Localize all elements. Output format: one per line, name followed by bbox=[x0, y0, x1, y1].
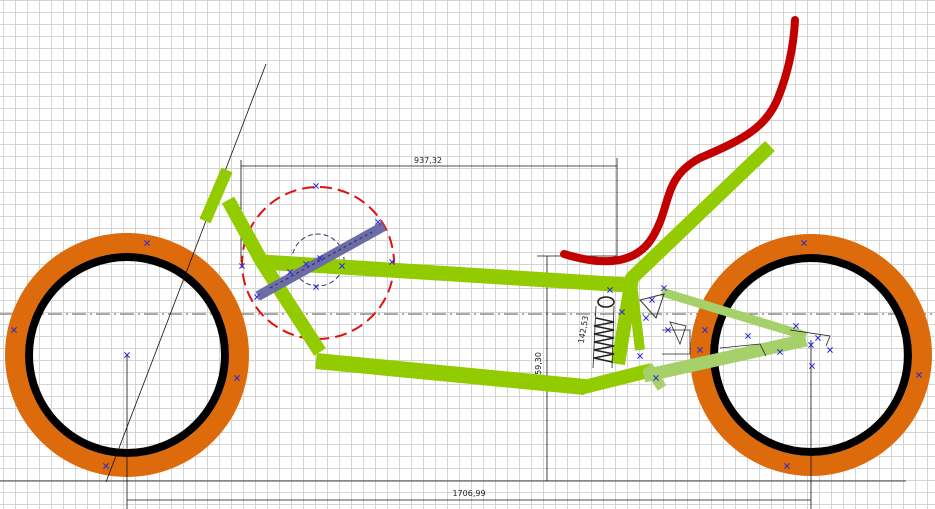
head-tube bbox=[199, 167, 233, 224]
construction-point-marker[interactable] bbox=[317, 255, 323, 261]
shock-eye-top bbox=[597, 296, 615, 308]
shock-body-left bbox=[592, 305, 597, 369]
construction-point-marker[interactable] bbox=[784, 463, 790, 469]
construction-point-marker[interactable] bbox=[637, 353, 643, 359]
construction-point-markers bbox=[11, 183, 922, 469]
construction-lines bbox=[0, 63, 906, 509]
construction-point-marker[interactable] bbox=[661, 285, 667, 291]
swingarm-upper bbox=[660, 287, 808, 341]
construction-point-marker[interactable] bbox=[124, 352, 130, 358]
frame-length-label: 937,32 bbox=[414, 156, 442, 165]
construction-point-marker[interactable] bbox=[916, 372, 922, 378]
construction-point-marker[interactable] bbox=[389, 259, 395, 265]
steering-axis-line bbox=[105, 63, 267, 483]
construction-point-marker[interactable] bbox=[808, 342, 814, 348]
seat-back[interactable] bbox=[560, 16, 799, 266]
construction-point-marker[interactable] bbox=[313, 284, 319, 290]
construction-point-marker[interactable] bbox=[254, 294, 260, 300]
main-frame[interactable] bbox=[199, 140, 775, 395]
construction-point-marker[interactable] bbox=[745, 333, 751, 339]
construction-point-marker[interactable] bbox=[239, 263, 245, 269]
construction-point-marker[interactable] bbox=[643, 315, 649, 321]
construction-point-marker[interactable] bbox=[801, 240, 807, 246]
pedal-boom-bar bbox=[255, 221, 387, 301]
pedal-boom[interactable] bbox=[255, 221, 387, 301]
shock-body-right bbox=[611, 305, 615, 369]
bottom-bracket-link bbox=[578, 363, 654, 395]
top-tube bbox=[261, 254, 629, 293]
construction-point-marker[interactable] bbox=[649, 297, 655, 303]
wheelbase-label: 1706,99 bbox=[452, 489, 485, 498]
construction-point-marker[interactable] bbox=[793, 323, 799, 329]
seat-stay bbox=[627, 283, 645, 351]
construction-point-marker[interactable] bbox=[234, 375, 240, 381]
front-hub-detail bbox=[662, 321, 831, 357]
construction-point-marker[interactable] bbox=[144, 240, 150, 246]
construction-point-marker[interactable] bbox=[619, 309, 625, 315]
construction-point-marker[interactable] bbox=[287, 269, 293, 275]
construction-point-marker[interactable] bbox=[375, 219, 381, 225]
construction-point-marker[interactable] bbox=[313, 183, 319, 189]
construction-point-marker[interactable] bbox=[303, 261, 309, 267]
pivot-linkage[interactable] bbox=[639, 293, 665, 319]
construction-point-marker[interactable] bbox=[11, 327, 17, 333]
construction-point-marker[interactable] bbox=[339, 263, 345, 269]
construction-point-marker[interactable] bbox=[815, 335, 821, 341]
down-tube bbox=[315, 353, 586, 395]
construction-point-marker[interactable] bbox=[827, 347, 833, 353]
seat-tube bbox=[611, 140, 775, 366]
construction-point-marker[interactable] bbox=[777, 349, 783, 355]
construction-point-marker[interactable] bbox=[607, 287, 613, 293]
shock-spring bbox=[593, 317, 615, 363]
construction-point-marker[interactable] bbox=[697, 347, 703, 353]
rear-shock[interactable] bbox=[592, 296, 615, 369]
pedal-boom-inner bbox=[269, 231, 373, 289]
construction-point-marker[interactable] bbox=[702, 327, 708, 333]
shock-length-label: 142,53 bbox=[577, 315, 591, 344]
construction-point-marker[interactable] bbox=[809, 363, 815, 369]
seat-height-label: 559,30 bbox=[534, 352, 543, 380]
construction-point-marker[interactable] bbox=[653, 375, 659, 381]
swingarm-lower bbox=[642, 333, 808, 383]
construction-point-marker[interactable] bbox=[103, 463, 109, 469]
construction-point-marker[interactable] bbox=[665, 327, 671, 333]
